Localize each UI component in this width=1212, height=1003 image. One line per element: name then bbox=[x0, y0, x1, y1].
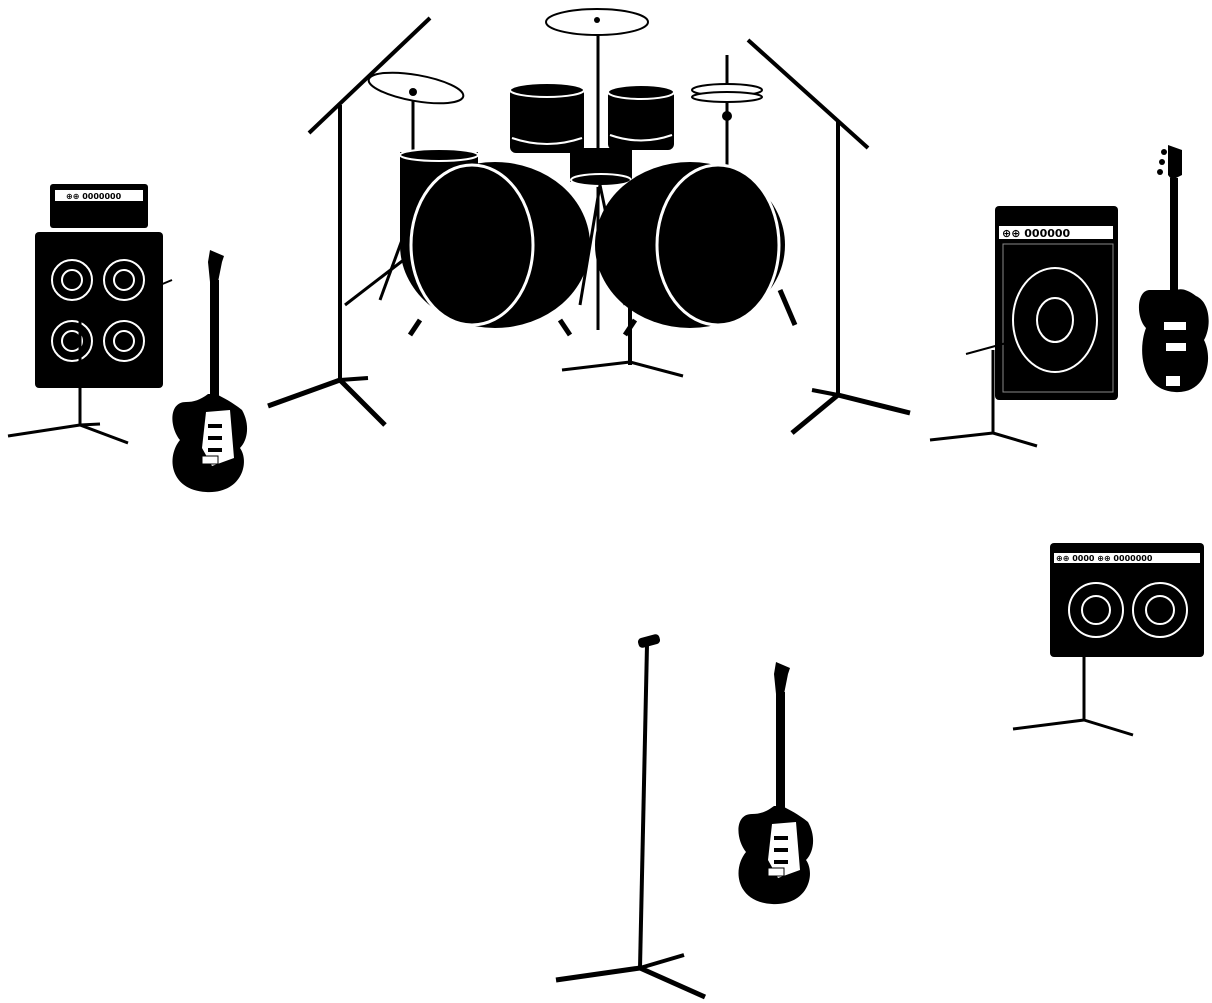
electric-guitar-center bbox=[738, 662, 813, 904]
rack-tom-right bbox=[608, 85, 674, 150]
bass-amp-right: ⊕⊕ 000000 bbox=[930, 206, 1118, 446]
bass-guitar bbox=[1139, 145, 1209, 392]
drum-kit bbox=[345, 9, 795, 376]
bass-drum-right bbox=[595, 162, 795, 335]
bass-drum-left bbox=[400, 162, 590, 335]
electric-guitar-left bbox=[172, 250, 247, 492]
crash-cymbal-left bbox=[366, 67, 465, 160]
amp-head-label: ⊕⊕ 0000000 bbox=[66, 192, 122, 201]
hi-hat bbox=[692, 55, 762, 175]
vocal-mic-stand bbox=[556, 633, 705, 997]
combo-amp-label: ⊕⊕ 0000 ⊕⊕ 0000000 bbox=[1056, 554, 1153, 563]
guitar-amp-stack-left: ⊕⊕ 0000000 bbox=[8, 184, 172, 443]
rack-tom-left bbox=[510, 83, 584, 153]
bass-amp-label: ⊕⊕ 000000 bbox=[1002, 227, 1071, 240]
combo-amp-right: ⊕⊕ 0000 ⊕⊕ 0000000 bbox=[1013, 543, 1204, 735]
